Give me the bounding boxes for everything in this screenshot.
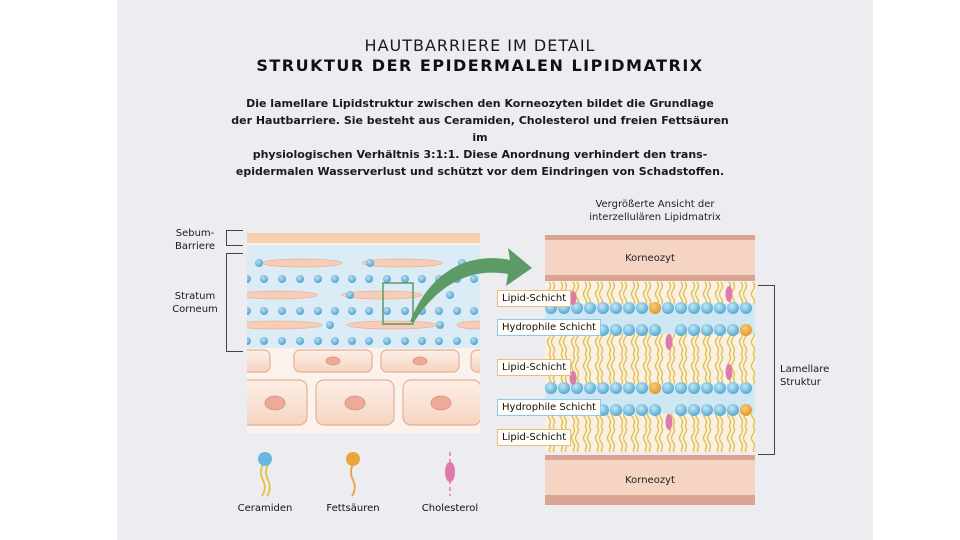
korneozyt-top: Korneozyt [545, 235, 755, 281]
description-line: Die lamellare Lipidstruktur zwischen den… [246, 97, 714, 110]
korneozyt-label: Korneozyt [625, 252, 675, 264]
zoom-arrow-icon [410, 248, 532, 322]
stratum-corneum-label: Stratum Corneum [165, 290, 225, 316]
caption-line: Vergrößerte Ansicht der [595, 199, 715, 210]
legend-label: Fettsäuren [326, 503, 380, 514]
lamellar-label-line: Struktur [780, 377, 821, 388]
legend-fatty-acid: Fettsäuren [313, 450, 393, 514]
description-line: epidermalen Wasserverlust und schützt vo… [235, 165, 725, 178]
skin-cross-section [247, 233, 480, 433]
sebum-bracket [226, 230, 243, 246]
legend-label: Ceramiden [237, 503, 293, 514]
layer-tag-hydrophilic: Hydrophile Schicht [497, 319, 602, 336]
legend-label: Cholesterol [421, 503, 479, 514]
stratum-label-line: Corneum [172, 304, 218, 315]
layer-tag-lipid: Lipid-Schicht [497, 290, 572, 307]
korneozyt-bottom: Korneozyt [545, 455, 755, 505]
layer-tag-lipid: Lipid-Schicht [497, 429, 572, 446]
cholesterol-icon [445, 452, 455, 496]
lamellar-bracket [758, 285, 775, 455]
layer-tag-lipid: Lipid-Schicht [497, 359, 572, 376]
header-title: HAUTBARRIERE IM DETAIL [364, 36, 596, 55]
description-line: physiologischen Verhältnis 3:1:1. Diese … [252, 148, 708, 161]
fatty-acid-icon [346, 452, 360, 497]
korneozyt-label: Korneozyt [625, 474, 675, 486]
description-line: der Hautbarriere. Sie besteht aus Cerami… [231, 114, 729, 144]
magnified-view-caption: Vergrößerte Ansicht der interzellulären … [555, 198, 755, 224]
sebum-label-line: Barriere [174, 241, 215, 252]
layer-tag-hydrophilic: Hydrophile Schicht [497, 399, 602, 416]
legend-cholesterol: Cholesterol [410, 450, 490, 514]
stratum-corneum-illustration [247, 233, 480, 433]
lipid-bilayer-illustration [545, 282, 755, 452]
lamellar-label-line: Lamellare [780, 364, 830, 375]
legend-ceramide: Ceramiden [225, 450, 305, 514]
stratum-bracket [226, 253, 243, 352]
header-subtitle: STRUKTUR DER EPIDERMALEN LIPIDMATRIX [256, 56, 704, 75]
lamellar-structure-label: Lamellare Struktur [780, 363, 840, 389]
sebum-barrier-label: Sebum- Barriere [165, 227, 225, 253]
description: Die lamellare Lipidstruktur zwischen den… [230, 95, 730, 180]
stratum-label-line: Stratum [174, 291, 216, 302]
ceramide-icon [258, 452, 272, 497]
lipid-matrix [545, 282, 755, 452]
caption-line: interzellulären Lipidmatrix [589, 212, 721, 223]
sebum-label-line: Sebum- [175, 228, 215, 239]
